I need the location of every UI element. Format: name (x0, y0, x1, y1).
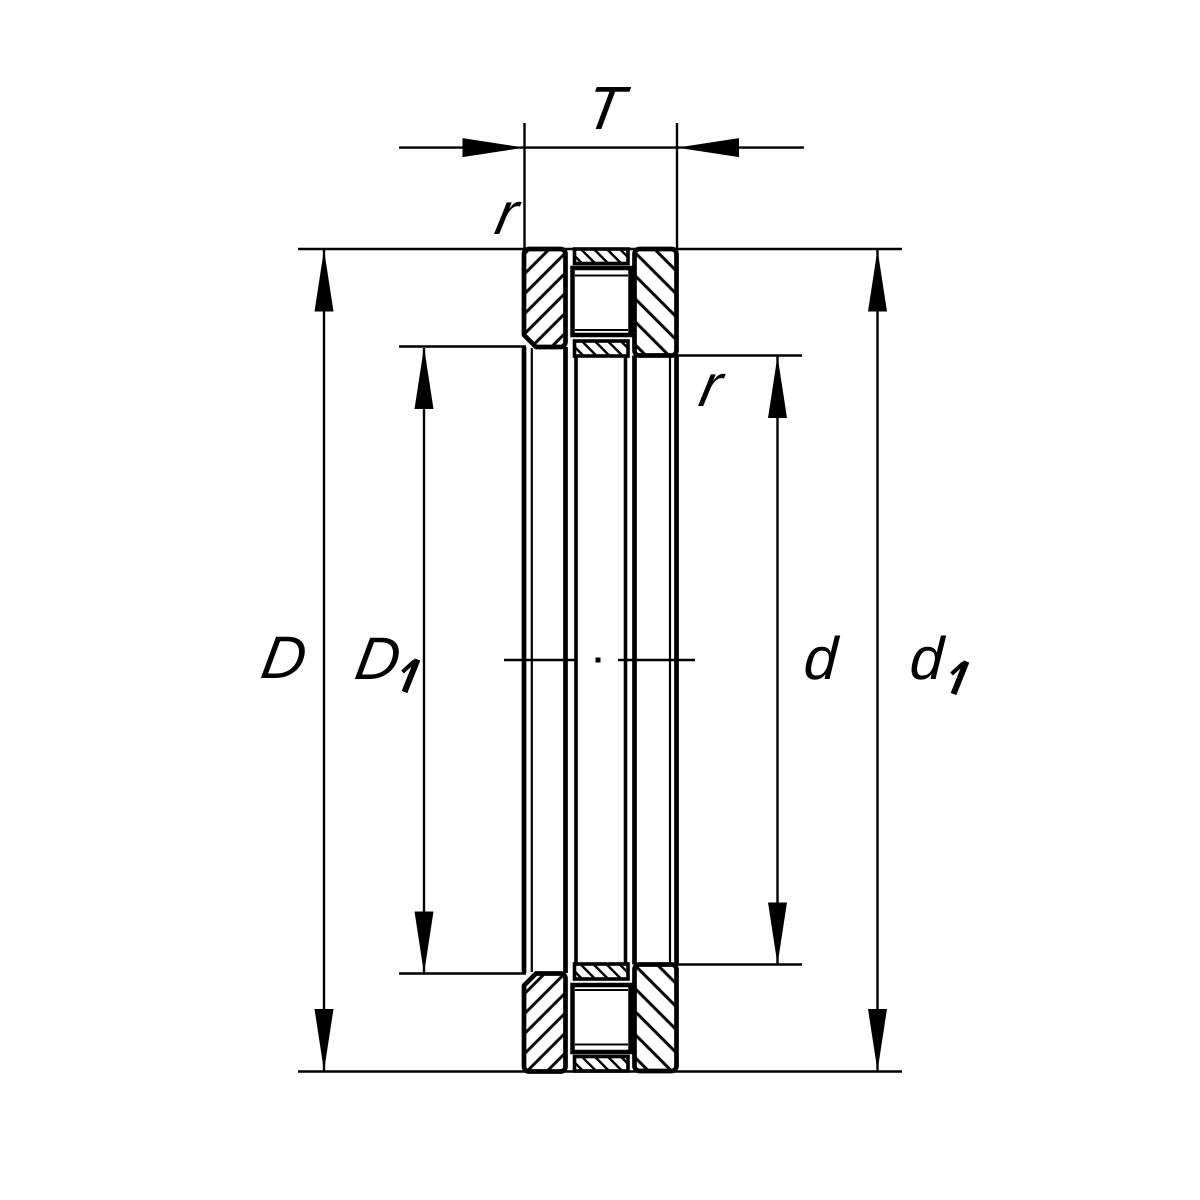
svg-text:d: d (908, 625, 946, 692)
svg-text:d: d (802, 625, 840, 692)
